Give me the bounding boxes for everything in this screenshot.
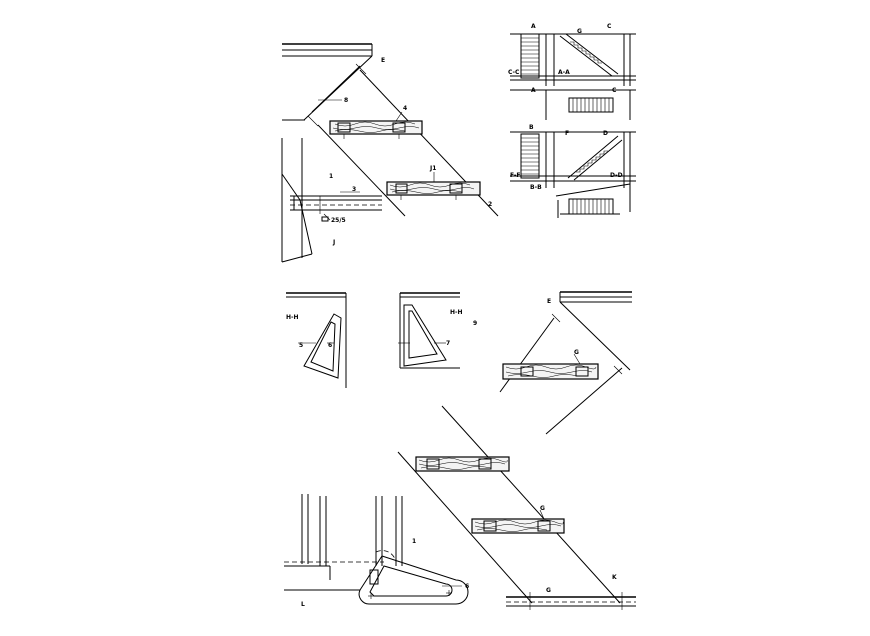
detail-bottom-left: 1 6 L — [284, 494, 469, 608]
label-g: G — [577, 28, 582, 35]
label-2: 2 — [488, 201, 492, 208]
label-dim: 25/5 — [331, 217, 346, 224]
ladder-rungs-plan-b — [572, 199, 610, 214]
label-c-c: C-C — [508, 69, 520, 76]
label-j: J — [332, 239, 335, 246]
label-6b: 6 — [465, 583, 469, 590]
label-j1: J1 — [429, 165, 436, 172]
label-1: 1 — [329, 173, 333, 180]
label-h-h: H-H — [286, 314, 299, 321]
ladder-rungs-a — [521, 37, 539, 75]
label-g3: G — [540, 505, 545, 512]
label-c-top: C — [607, 23, 612, 30]
ladder-rungs-b — [521, 137, 539, 175]
detail-middle-left: H-H 5 6 — [286, 292, 347, 388]
label-d: D — [603, 130, 608, 137]
label-1b: 1 — [412, 538, 416, 545]
label-f-f: F-F — [510, 172, 521, 179]
label-k: K — [612, 574, 617, 581]
label-9: 9 — [473, 320, 477, 327]
label-4: 4 — [403, 105, 407, 112]
label-7: 7 — [446, 340, 450, 347]
label-5: 5 — [299, 342, 303, 349]
detail-top-right: A G C C-C A-A A C B F D F-F D-D B-B — [508, 23, 636, 218]
label-6: 6 — [328, 342, 332, 349]
label-l: L — [301, 601, 305, 608]
label-3: 3 — [352, 186, 356, 193]
detail-middle-right: E G — [499, 291, 632, 435]
detail-top-left: E 8 4 1 J1 3 2 25/5 J — [281, 43, 499, 263]
label-e2: E — [547, 298, 551, 305]
label-c-bot: C — [612, 87, 617, 94]
label-e: E — [381, 57, 385, 64]
detail-lower-stair: G K G — [397, 405, 636, 610]
label-f: F — [565, 130, 569, 137]
detail-middle-center: H-H 9 7 — [398, 292, 477, 369]
label-g2: G — [574, 349, 579, 356]
label-b-b: B-B — [530, 184, 542, 191]
label-h: H-H — [450, 309, 463, 316]
label-a-top: A — [531, 23, 536, 30]
label-8: 8 — [344, 97, 348, 104]
label-g4: G — [546, 587, 551, 594]
label-a-a: A-A — [558, 69, 570, 76]
label-b: B — [529, 124, 534, 131]
label-d-d: D-D — [610, 172, 623, 179]
ladder-rungs-plan-a — [572, 98, 610, 112]
label-a-bot: A — [531, 87, 536, 94]
